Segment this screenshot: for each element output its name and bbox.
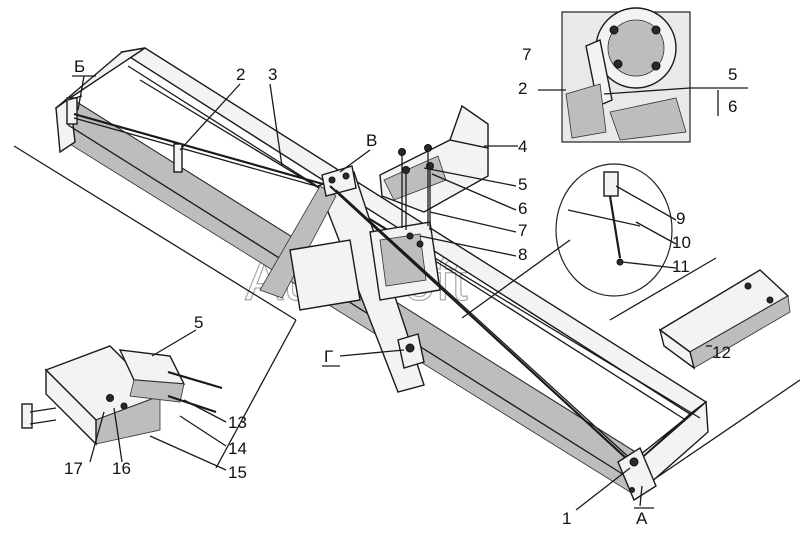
label-a-bottom: А bbox=[636, 509, 648, 528]
label-15: 15 bbox=[228, 463, 247, 482]
bracket-4 bbox=[379, 104, 489, 230]
label-1: 1 bbox=[562, 509, 571, 528]
left-detail bbox=[21, 345, 223, 446]
center-housing bbox=[289, 221, 441, 311]
label-g: Г bbox=[324, 347, 333, 366]
label-7: 7 bbox=[518, 221, 527, 240]
label-2: 2 bbox=[236, 65, 245, 84]
label-inset-6: 6 bbox=[728, 97, 737, 116]
label-12: 12 bbox=[712, 343, 731, 362]
corner-plate-a bbox=[617, 446, 657, 502]
label-inset-7: 7 bbox=[522, 45, 531, 64]
inset-detail bbox=[561, 7, 691, 143]
label-8: 8 bbox=[518, 245, 527, 264]
label-13: 13 bbox=[228, 413, 247, 432]
bracket-b bbox=[66, 95, 83, 125]
label-11: 11 bbox=[672, 257, 690, 276]
circle-detail bbox=[555, 163, 673, 297]
label-v-top: В bbox=[366, 131, 377, 150]
tie-rods bbox=[73, 112, 331, 191]
callouts: Б 2 3 В 4 5 6 7 8 Г 1 А 7 2 5 6 9 10 11 … bbox=[64, 45, 737, 528]
label-b-top: Б bbox=[74, 57, 85, 76]
label-3: 3 bbox=[268, 65, 277, 84]
label-4: 4 bbox=[518, 137, 527, 156]
part-12 bbox=[658, 269, 791, 370]
label-inset-5: 5 bbox=[728, 65, 737, 84]
label-16: 16 bbox=[112, 459, 131, 478]
diagonal-brace bbox=[329, 185, 635, 463]
label-inset-2: 2 bbox=[518, 79, 527, 98]
label-5: 5 bbox=[518, 175, 527, 194]
label-17: 17 bbox=[64, 459, 83, 478]
label-9: 9 bbox=[676, 209, 685, 228]
label-10: 10 bbox=[672, 233, 691, 252]
label-left-5: 5 bbox=[194, 313, 203, 332]
leader-lines bbox=[13, 75, 800, 511]
label-14: 14 bbox=[228, 439, 247, 458]
label-6: 6 bbox=[518, 199, 527, 218]
center-tower bbox=[259, 165, 425, 393]
